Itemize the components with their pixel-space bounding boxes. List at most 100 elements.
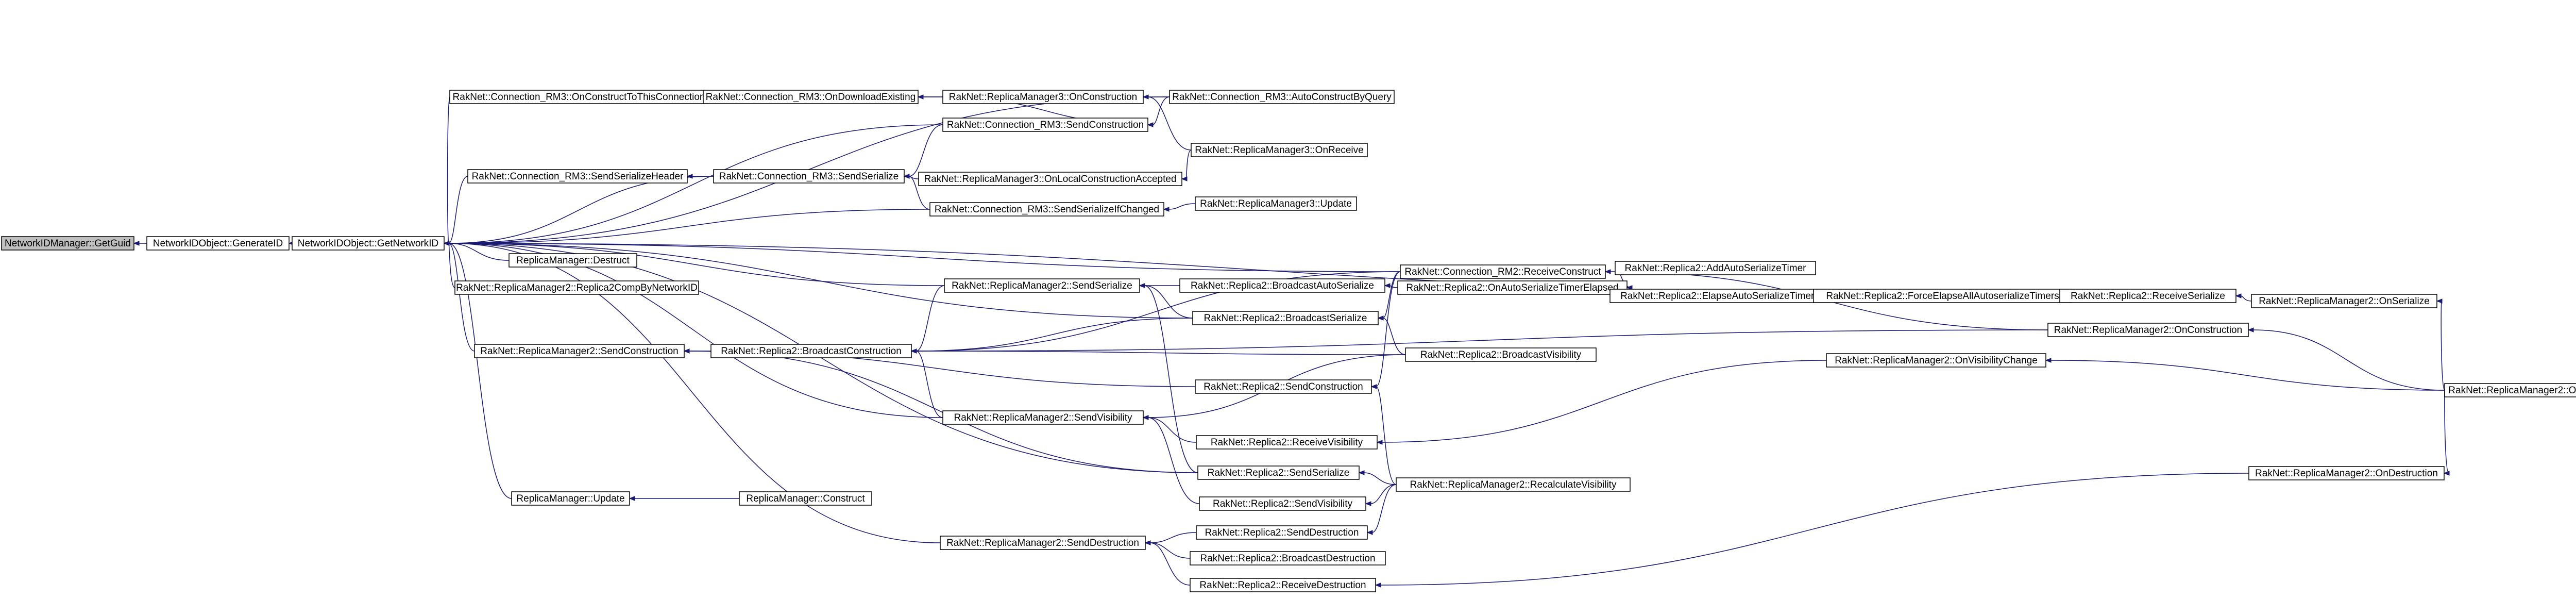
node-box [509,253,637,268]
node-label: RakNet::Replica2::SendSerialize [1208,468,1350,478]
node-r2-receiveserialize[interactable]: RakNet::Replica2::ReceiveSerialize [2059,289,2236,303]
node-r2-sendvisibility[interactable]: RakNet::Replica2::SendVisibility [1199,496,1366,511]
node-rm2-recalculatevisibility[interactable]: RakNet::ReplicaManager2::RecalculateVisi… [1396,477,1631,492]
node-r2-broadcastautoserialize[interactable]: RakNet::Replica2::BroadcastAutoSerialize [1179,278,1385,293]
node-r2-broadcastvisibility[interactable]: RakNet::Replica2::BroadcastVisibility [1405,347,1597,362]
node-r2-broadcastserialize[interactable]: RakNet::Replica2::BroadcastSerialize [1192,311,1379,325]
node-getnid[interactable]: NetworkIDObject::GetNetworkID [292,236,445,251]
edge-arrowhead [1377,315,1384,321]
call-edge [448,176,468,244]
node-label: RakNet::Replica2::BroadcastSerialize [1204,313,1367,324]
call-edge [1389,285,1398,288]
call-edge [908,124,943,177]
edges-layer [133,94,2450,588]
node-box [1191,143,1368,157]
node-autoconstructbyquery[interactable]: RakNet::Connection_RM3::AutoConstructByQ… [1169,90,1395,104]
node-box [929,202,1164,217]
node-r2-senddestruction[interactable]: RakNet::Replica2::SendDestruction [1196,525,1368,540]
edge-arrowhead [2247,327,2254,332]
node-label: NetworkIDManager::GetGuid [5,238,131,249]
node-box [2059,289,2236,303]
edge-arrowhead [1163,207,1170,212]
call-edge [916,271,1401,352]
node-rm-construct[interactable]: ReplicaManager::Construct [739,491,872,506]
node-rm2-ondestruction[interactable]: RakNet::ReplicaManager2::OnDestruction [2248,466,2445,480]
call-edge [448,243,512,499]
node-r2-elapseautoserializetimers[interactable]: RakNet::Replica2::ElapseAutoSerializeTim… [1609,289,1830,303]
node-label: RakNet::ReplicaManager2::SendVisibility [954,412,1132,423]
node-r2-sendconstruction[interactable]: RakNet::Replica2::SendConstruction [1195,379,1372,394]
node-box [739,491,872,506]
node-r2-sendserialize[interactable]: RakNet::Replica2::SendSerialize [1197,465,1360,480]
node-label: RakNet::ReplicaManager2::SendConstructio… [480,346,678,357]
call-edge [1371,484,1397,533]
node-onlocalconstructionaccepted[interactable]: RakNet::ReplicaManager3::OnLocalConstruc… [918,172,1182,186]
node-box [1190,578,1376,592]
node-label: RakNet::Replica2::ElapseAutoSerializeTim… [1620,291,1819,302]
node-box [713,169,905,184]
call-edge [447,96,450,244]
edge-arrowhead [1370,384,1377,389]
node-rm2-sendserialize[interactable]: RakNet::ReplicaManager2::SendSerialize [944,278,1140,293]
node-rm2-onconstruction[interactable]: RakNet::ReplicaManager2::OnConstruction [2047,323,2249,337]
node-rm3-onconstruction[interactable]: RakNet::ReplicaManager3::OnConstruction [942,90,1144,104]
node-label: RakNet::ReplicaManager2::RecalculateVisi… [1410,479,1617,490]
node-onconstructtothis[interactable]: RakNet::Connection_RM3::OnConstructToThi… [449,90,708,104]
node-rm2-sendvisibility[interactable]: RakNet::ReplicaManager2::SendVisibility [942,410,1144,425]
node-box [1615,261,1816,275]
node-r2-broadcastconstruction[interactable]: RakNet::Replica2::BroadcastConstruction [710,344,912,358]
node-r2-forceelapseallautoserializetimers[interactable]: RakNet::Replica2::ForceElapseAllAutoseri… [1813,289,2072,303]
node-box [1826,353,2046,368]
node-label: RakNet::Connection_RM3::SendSerialize [719,171,899,182]
node-sendserializeifchanged[interactable]: RakNet::Connection_RM3::SendSerializeIfC… [929,202,1164,217]
call-edge [1149,542,1191,559]
node-r2-broadcastdestruction[interactable]: RakNet::Replica2::BroadcastDestruction [1190,551,1386,565]
call-edge [2050,360,2445,391]
node-r2-receivedestruction[interactable]: RakNet::Replica2::ReceiveDestruction [1190,578,1376,592]
node-label: RakNet::ReplicaManager2::OnDestruction [2255,468,2438,479]
node-rm-update[interactable]: ReplicaManager::Update [511,491,630,506]
call-edge [2441,301,2445,391]
node-box [146,236,290,251]
node-rm3-update[interactable]: RakNet::ReplicaManager3::Update [1195,196,1357,211]
node-replica2compbynid[interactable]: RakNet::ReplicaManager2::Replica2CompByN… [454,280,699,295]
node-box [940,536,1146,550]
node-box [474,344,685,358]
node-box [511,491,630,506]
node-rm2-sendconstruction[interactable]: RakNet::ReplicaManager2::SendConstructio… [474,344,685,358]
node-box [918,172,1182,186]
edge-arrowhead [1142,415,1149,420]
node-r2-onautoserializetimerelapsed[interactable]: RakNet::Replica2::OnAutoSerializeTimerEl… [1397,280,1628,295]
call-edge [1376,271,1401,387]
node-getguid[interactable]: NetworkIDManager::GetGuid [1,236,134,251]
node-r2-receivevisibility[interactable]: RakNet::Replica2::ReceiveVisibility [1196,435,1378,450]
node-rm2-onvisibilitychange[interactable]: RakNet::ReplicaManager2::OnVisibilityCha… [1826,353,2046,368]
call-edge [1381,360,1827,443]
node-sendconstruction-rm3[interactable]: RakNet::Connection_RM3::SendConstruction [942,118,1148,132]
node-sendserializeheader[interactable]: RakNet::Connection_RM3::SendSerializeHea… [467,169,688,184]
node-rm-destruct[interactable]: ReplicaManager::Destruct [509,253,637,268]
call-edge [1149,532,1197,543]
node-rm2-senddestruction[interactable]: RakNet::ReplicaManager2::SendDestruction [940,536,1146,550]
node-label: RakNet::Replica2::ReceiveDestruction [1199,580,1366,591]
edge-arrowhead [1139,283,1145,288]
node-rm3-onreceive[interactable]: RakNet::ReplicaManager3::OnReceive [1191,143,1368,157]
node-label: RakNet::Replica2::ForceElapseAllAutoseri… [1826,291,2059,302]
node-rm2-onreceive[interactable]: RakNet::ReplicaManager2::OnReceive [2444,383,2576,397]
node-sendserialize-rm3[interactable]: RakNet::Connection_RM3::SendSerialize [713,169,905,184]
node-label: RakNet::Replica2::BroadcastVisibility [1420,350,1582,360]
node-box [944,278,1140,293]
node-connrm2-receiveconstruct[interactable]: RakNet::Connection_RM2::ReceiveConstruct [1400,264,1606,279]
edge-arrowhead [686,174,693,179]
edge-arrowhead [1365,501,1371,506]
node-ondownloadexisting[interactable]: RakNet::Connection_RM3::OnDownloadExisti… [703,90,919,104]
node-label: RakNet::ReplicaManager2::OnConstruction [2054,325,2242,336]
node-r2-addautoserializetimer[interactable]: RakNet::Replica2::AddAutoSerializeTimer [1615,261,1816,275]
node-genguid[interactable]: NetworkIDObject::GenerateID [146,236,290,251]
call-edge [448,124,943,244]
node-rm2-onserialize[interactable]: RakNet::ReplicaManager2::OnSerialize [2251,294,2437,308]
node-label: RakNet::Connection_RM3::OnDownloadExisti… [706,92,916,103]
edge-arrowhead [629,496,635,501]
node-box [2251,294,2437,308]
node-label: RakNet::ReplicaManager2::Replica2CompByN… [456,282,698,293]
